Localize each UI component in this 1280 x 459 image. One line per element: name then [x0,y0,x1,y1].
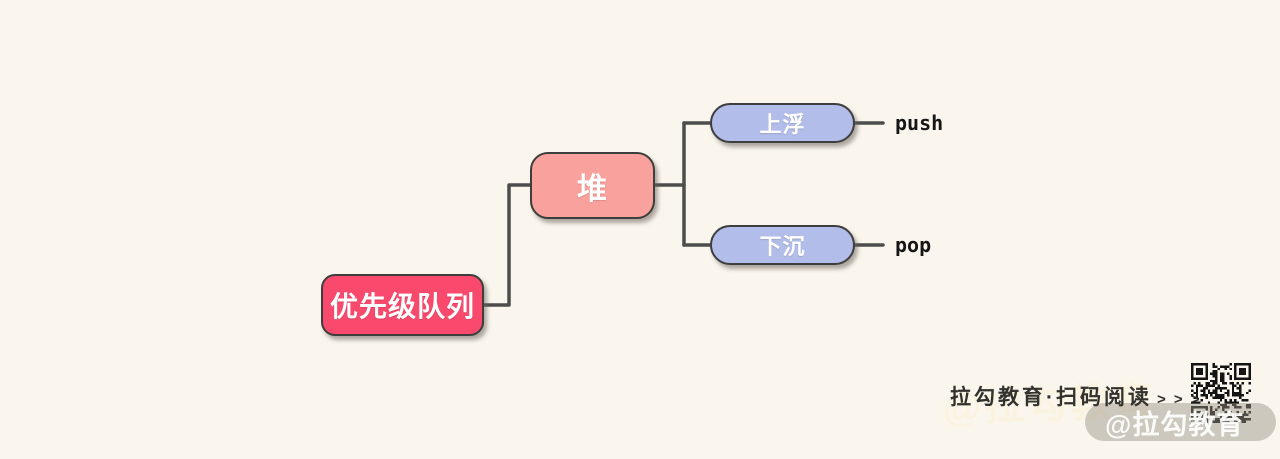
node-sift-up[interactable]: 上浮 [710,103,855,143]
footer-promo-text: 拉勾教育·扫码阅读 [950,386,1152,409]
node-heap[interactable]: 堆 [530,152,655,219]
watermark-label: @拉勾教育 [1105,409,1245,440]
node-priority-queue-label: 优先级队列 [329,291,475,322]
annotation-push: push [895,111,944,135]
qr-code [1191,363,1251,423]
watermark-pill: @拉勾教育 [1085,403,1276,441]
node-sift-down-label: 下沉 [759,234,806,259]
footer-promo-arrows: > > > [1157,391,1202,408]
node-priority-queue[interactable]: 优先级队列 [321,274,484,336]
node-sift-down[interactable]: 下沉 [710,225,855,265]
node-heap-label: 堆 [577,172,608,206]
annotation-pop: pop [895,233,932,257]
footer-promo: 拉勾教育·扫码阅读 > > > [950,381,1202,411]
node-sift-up-label: 上浮 [759,112,806,137]
